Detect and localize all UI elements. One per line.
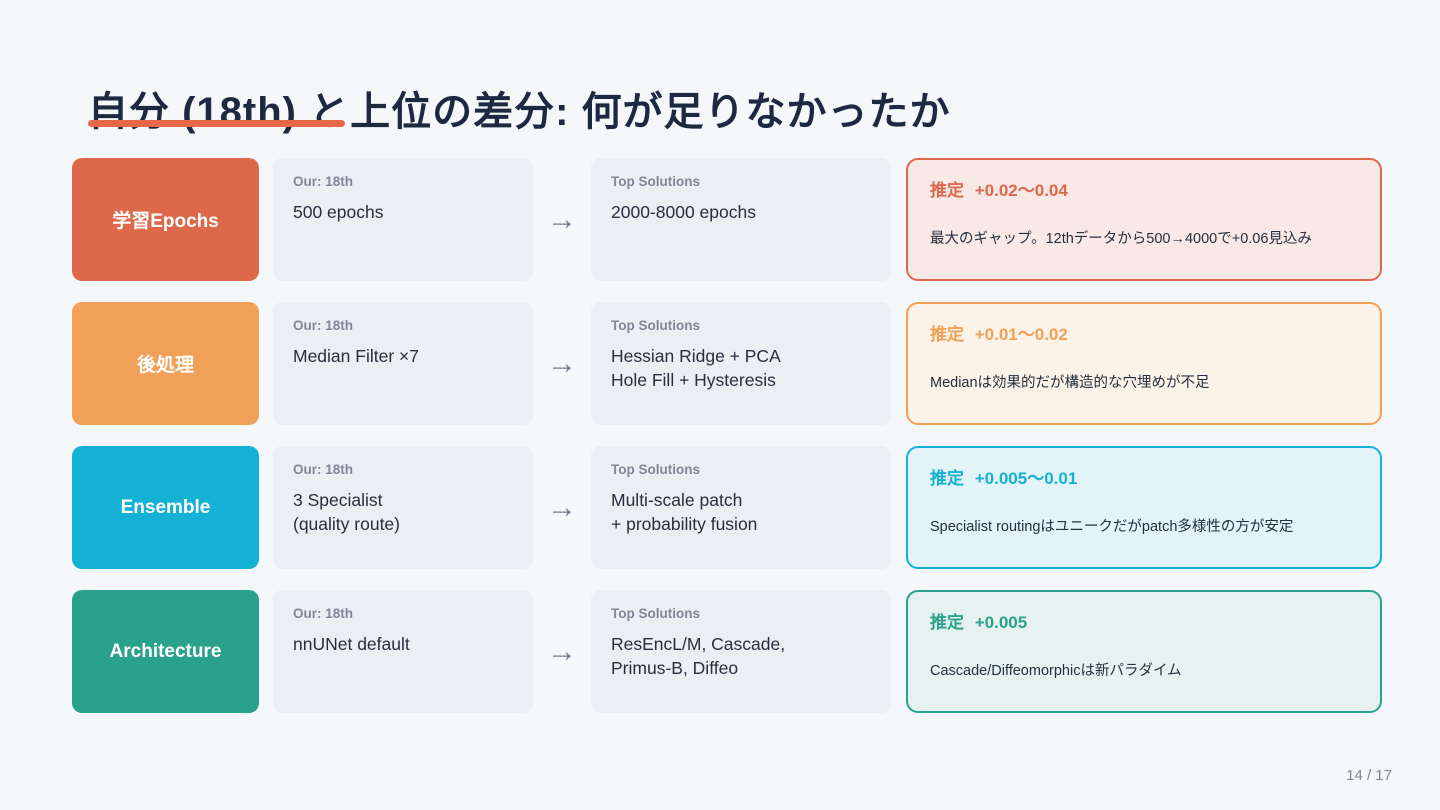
estimate-value: +0.005: [974, 613, 1028, 632]
estimate-value: +0.005〜0.01: [974, 469, 1078, 488]
our-card-label: Our: 18th: [293, 318, 354, 333]
arrow-glyph: →: [547, 202, 577, 236]
arrow-glyph: →: [547, 490, 577, 524]
our-card-value: 500 epochs: [293, 202, 384, 222]
category-label: Ensemble: [120, 496, 211, 518]
estimate-heading: 推定 +0.005〜0.01: [930, 464, 1358, 489]
estimate-card: 推定 +0.005 Cascade/Diffeomorphicは新パラダイム: [906, 590, 1382, 713]
our-card-label: Our: 18th: [293, 174, 354, 189]
top-card-value: Hessian Ridge + PCA Hole Fill + Hysteres…: [611, 346, 781, 390]
comparison-row-ensemble: Ensemble Our: 18th 3 Specialist (quality…: [72, 446, 1382, 569]
estimate-prefix: 推定: [930, 469, 964, 488]
top-card-value: 2000-8000 epochs: [611, 202, 756, 222]
top-card-label: Top Solutions: [611, 462, 700, 477]
top-card-label: Top Solutions: [611, 174, 700, 189]
estimate-note: Medianは効果的だが構造的な穴埋めが不足: [930, 375, 1210, 391]
estimate-prefix: 推定: [930, 325, 964, 344]
category-badge: 学習Epochs: [72, 158, 259, 281]
comparison-table: 学習Epochs Our: 18th 500 epochs → Top Solu…: [72, 158, 1382, 734]
slide-title: 自分 (18th) と上位の差分: 何が足りなかったか: [88, 89, 951, 134]
top-card-value: ResEncL/M, Cascade, Primus-B, Diffeo: [611, 634, 786, 678]
category-label: Architecture: [109, 640, 222, 662]
our-card-label: Our: 18th: [293, 462, 354, 477]
estimate-prefix: 推定: [930, 181, 964, 200]
estimate-card: 推定 +0.01〜0.02 Medianは効果的だが構造的な穴埋めが不足: [906, 302, 1382, 425]
page-number: 14 / 17: [1346, 767, 1392, 784]
category-label: 学習Epochs: [112, 211, 219, 232]
estimate-heading: 推定 +0.005: [930, 608, 1358, 633]
estimate-value: +0.02〜0.04: [974, 181, 1068, 200]
title-underline: [88, 120, 345, 127]
estimate-note: 最大のギャップ。12thデータから500→4000で+0.06見込み: [930, 231, 1312, 247]
our-card: Our: 18th 500 epochs: [273, 158, 533, 281]
our-card-label: Our: 18th: [293, 606, 354, 621]
comparison-row-epochs: 学習Epochs Our: 18th 500 epochs → Top Solu…: [72, 158, 1382, 281]
arrow-right-icon: →: [533, 158, 591, 281]
comparison-row-architecture: Architecture Our: 18th nnUNet default → …: [72, 590, 1382, 713]
estimate-prefix: 推定: [930, 613, 964, 632]
category-label: 後処理: [136, 355, 194, 376]
top-solutions-card: Top Solutions 2000-8000 epochs: [591, 158, 891, 281]
top-card-value: Multi-scale patch + probability fusion: [611, 490, 758, 534]
arrow-glyph: →: [547, 634, 577, 668]
estimate-card: 推定 +0.02〜0.04 最大のギャップ。12thデータから500→4000で…: [906, 158, 1382, 281]
estimate-value: +0.01〜0.02: [974, 325, 1068, 344]
arrow-right-icon: →: [533, 302, 591, 425]
our-card: Our: 18th 3 Specialist (quality route): [273, 446, 533, 569]
estimate-heading: 推定 +0.02〜0.04: [930, 176, 1358, 201]
arrow-right-icon: →: [533, 590, 591, 713]
top-solutions-card: Top Solutions Hessian Ridge + PCA Hole F…: [591, 302, 891, 425]
arrow-glyph: →: [547, 346, 577, 380]
estimate-card: 推定 +0.005〜0.01 Specialist routingはユニークだが…: [906, 446, 1382, 569]
top-card-label: Top Solutions: [611, 606, 700, 621]
our-card-value: Median Filter ×7: [293, 346, 419, 366]
our-card: Our: 18th Median Filter ×7: [273, 302, 533, 425]
category-badge: Ensemble: [72, 446, 259, 569]
top-solutions-card: Top Solutions Multi-scale patch + probab…: [591, 446, 891, 569]
category-badge: Architecture: [72, 590, 259, 713]
arrow-right-icon: →: [533, 446, 591, 569]
category-badge: 後処理: [72, 302, 259, 425]
our-card-value: nnUNet default: [293, 634, 410, 654]
comparison-row-postprocess: 後処理 Our: 18th Median Filter ×7 → Top Sol…: [72, 302, 1382, 425]
estimate-heading: 推定 +0.01〜0.02: [930, 320, 1358, 345]
top-card-label: Top Solutions: [611, 318, 700, 333]
estimate-note: Specialist routingはユニークだがpatch多様性の方が安定: [930, 519, 1294, 535]
our-card-value: 3 Specialist (quality route): [293, 490, 400, 534]
our-card: Our: 18th nnUNet default: [273, 590, 533, 713]
estimate-note: Cascade/Diffeomorphicは新パラダイム: [930, 663, 1182, 679]
top-solutions-card: Top Solutions ResEncL/M, Cascade, Primus…: [591, 590, 891, 713]
